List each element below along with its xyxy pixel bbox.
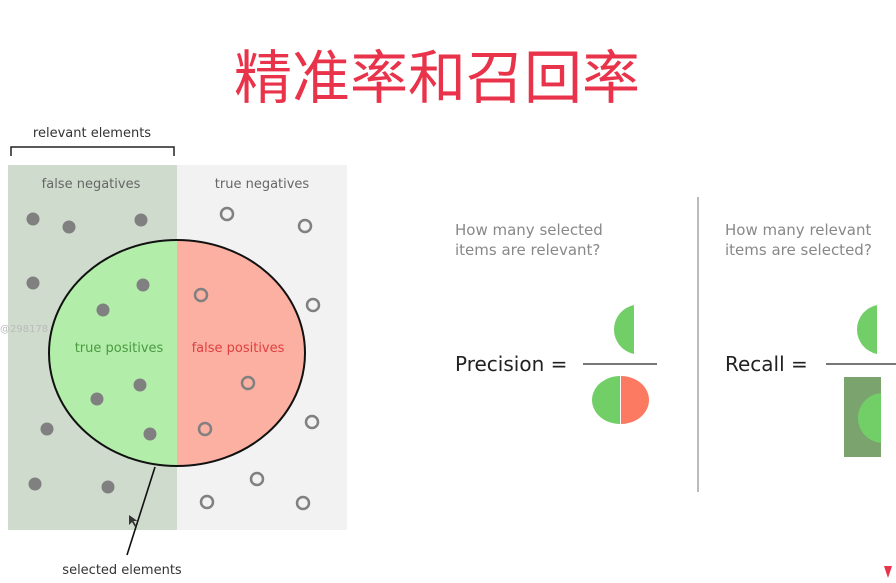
precision-denominator-tp bbox=[592, 376, 620, 424]
irrelevant-dot bbox=[297, 218, 313, 234]
irrelevant-dot bbox=[304, 414, 320, 430]
relevant-dot bbox=[26, 212, 40, 226]
recall-question-line1: How many relevant bbox=[725, 221, 871, 239]
precision-question-line1: How many selected bbox=[455, 221, 603, 239]
false-positives-area bbox=[177, 240, 305, 466]
relevant-elements-label: relevant elements bbox=[33, 126, 151, 141]
selected-elements-ellipse bbox=[48, 239, 306, 467]
precision-question-line2: items are relevant? bbox=[455, 241, 600, 259]
irrelevant-dot bbox=[197, 421, 213, 437]
relevant-dot bbox=[136, 278, 150, 292]
relevant-dot bbox=[62, 220, 76, 234]
true-positives-label: true positives bbox=[75, 341, 164, 356]
corner-mark bbox=[884, 566, 892, 578]
recall-question-line2: items are selected? bbox=[725, 241, 872, 259]
precision-denominator-fp bbox=[621, 376, 649, 424]
relevant-dot bbox=[96, 303, 110, 317]
relevant-dot bbox=[143, 427, 157, 441]
relevant-dot bbox=[90, 392, 104, 406]
relevant-dot bbox=[28, 477, 42, 491]
false-negatives-label: false negatives bbox=[42, 177, 141, 192]
recall-denominator-tp bbox=[858, 393, 881, 443]
watermark: @298178 bbox=[0, 324, 48, 335]
irrelevant-dot bbox=[249, 471, 265, 487]
selected-pointer-line bbox=[126, 466, 156, 556]
true-negatives-label: true negatives bbox=[215, 177, 310, 192]
false-positives-label: false positives bbox=[192, 341, 285, 356]
irrelevant-dot bbox=[193, 287, 209, 303]
slide-title: 精准率和召回率 bbox=[234, 44, 640, 112]
relevant-bracket bbox=[10, 146, 175, 156]
relevant-dot bbox=[26, 276, 40, 290]
irrelevant-dot bbox=[199, 494, 215, 510]
irrelevant-dot bbox=[305, 297, 321, 313]
recall-numerator-half-circle bbox=[856, 305, 877, 354]
irrelevant-dot bbox=[240, 375, 256, 391]
relevant-dot bbox=[133, 378, 147, 392]
relevant-dot bbox=[101, 480, 115, 494]
relevant-dot bbox=[134, 213, 148, 227]
precision-numerator-half-circle bbox=[613, 305, 634, 354]
selected-elements-label: selected elements bbox=[62, 563, 182, 578]
precision-label: Precision = bbox=[455, 352, 567, 376]
irrelevant-dot bbox=[219, 206, 235, 222]
recall-label: Recall = bbox=[725, 352, 808, 376]
element-dots bbox=[26, 206, 321, 511]
true-positives-area bbox=[49, 240, 177, 466]
relevant-dot bbox=[40, 422, 54, 436]
irrelevant-dot bbox=[295, 495, 311, 511]
mouse-cursor-icon bbox=[129, 515, 138, 527]
